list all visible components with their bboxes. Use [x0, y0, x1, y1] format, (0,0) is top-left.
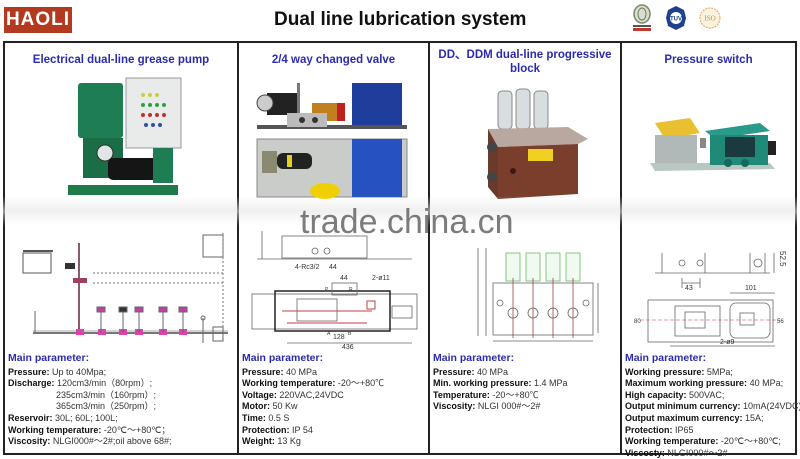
- svg-text:ISO: ISO: [704, 15, 715, 23]
- param-discharge-3: 365cm3/min（250rpm）;: [56, 401, 157, 412]
- param-max-working-pressure: Maximum working pressure: 40 MPa;: [625, 378, 784, 389]
- param-output-min-currency: Output minimum currency: 10mA(24VDC): [625, 401, 800, 412]
- product-table: Electrical dual-line grease pump: [3, 41, 800, 458]
- svg-text:R: R: [349, 287, 353, 293]
- svg-text:2-ø9: 2-ø9: [720, 339, 735, 346]
- grease-pump-photo: [68, 77, 182, 195]
- column-title: 2/4 way changed valve: [271, 54, 396, 66]
- param-pressure: Pressure: 40 MPa: [433, 366, 509, 377]
- haoli-logo: HAOLI: [4, 7, 72, 33]
- param-protection: Protection: IP 54: [242, 424, 313, 435]
- param-viscosity: Viscosity: NLGI000#～2#;oil above 68#;: [8, 436, 172, 447]
- param-reservoir: Reservoir: 30L; 60L; 100L;: [8, 412, 118, 423]
- params-heading: Main parameter:: [242, 352, 324, 364]
- param-output-max-currency: Output maximum currency: 15A;: [625, 412, 764, 423]
- svg-text:A: A: [327, 331, 331, 337]
- params-heading: Main parameter:: [625, 352, 707, 364]
- param-time: Time: 0.5 S: [242, 412, 290, 423]
- watermark-band: [3, 196, 797, 226]
- progressive-block-drawing: [477, 248, 599, 342]
- param-working-temperature: Working temperature: -20℃～+80℃；: [8, 424, 171, 435]
- pressure-switch-photo: [650, 118, 776, 171]
- iso-cert-icon: ISO: [699, 7, 721, 29]
- column-progressive-block: DD、DDM dual-line progressive block: [430, 43, 622, 453]
- svg-text:TUV: TUV: [670, 17, 682, 23]
- column-pressure-switch: Pressure switch: [622, 43, 800, 458]
- progressive-block-photo: [487, 88, 588, 199]
- params-heading: Main parameter:: [433, 352, 515, 364]
- column-title: DD、DDM dual-line progressive block: [438, 49, 612, 75]
- param-motor: Motor: 50 Kw: [242, 401, 298, 412]
- svg-text:436: 436: [342, 344, 354, 349]
- param-pressure: Pressure: Up to 40Mpa;: [8, 366, 107, 377]
- param-discharge-2: 235cm3/min（160rpm）;: [56, 389, 157, 400]
- svg-text:P: P: [325, 287, 329, 293]
- param-working-pressure: Working pressure: 5MPa;: [625, 366, 733, 377]
- param-working-temperature: Working temperature: -20℃～+80℃;: [625, 436, 781, 447]
- svg-text:128: 128: [333, 334, 345, 341]
- page-header: HAOLI Dual line lubrication system TUV I…: [0, 0, 800, 40]
- params-heading: Main parameter:: [8, 352, 90, 364]
- param-voltage: Voltage: 220VAC,24VDC: [242, 389, 344, 400]
- param-viscosity: Viscosity: NLGI 000#～2#: [433, 401, 541, 412]
- column-changed-valve: 2/4 way changed valve: [239, 43, 430, 453]
- bureau-veritas-cert-icon: [633, 4, 651, 31]
- page-title: Dual line lubrication system: [274, 9, 527, 30]
- svg-text:101: 101: [745, 285, 757, 292]
- valve-dimension-drawing: 4-Rc3/2 44 44 2-ø11 128 436 P R A B: [251, 231, 418, 349]
- param-discharge: Discharge: 120cm3/min（80rpm）;: [8, 378, 153, 389]
- svg-text:80: 80: [634, 319, 641, 325]
- param-weight: Weight: 13 Kg: [242, 436, 301, 447]
- svg-text:2-ø11: 2-ø11: [372, 275, 390, 282]
- param-temperature: Temperature: -20～+80℃: [433, 389, 539, 400]
- param-protection: Protection: IP65: [625, 424, 694, 435]
- certification-badges: TUV ISO: [630, 4, 722, 32]
- pump-parameters: Main parameter: Pressure: Up to 40Mpa; D…: [8, 352, 235, 448]
- param-pressure: Pressure: 40 MPa: [242, 366, 318, 377]
- param-viscosity: Viscosty: NLGI000#～2#: [625, 447, 728, 458]
- valve-parameters: Main parameter: Pressure: 40 MPa Working…: [242, 352, 426, 448]
- param-min-working-pressure: Min. working pressure: 1.4 MPa: [433, 378, 568, 389]
- svg-text:43: 43: [685, 285, 693, 292]
- pressure-switch-drawing: 43 101 2-ø9 220 56 80: [634, 253, 784, 347]
- column-title: Electrical dual-line grease pump: [32, 54, 210, 66]
- svg-text:56: 56: [777, 319, 784, 325]
- svg-text:B: B: [348, 331, 352, 337]
- block-parameters: Main parameter: Pressure: 40 MPa Min. wo…: [433, 352, 618, 413]
- tuv-cert-icon: TUV: [666, 6, 686, 30]
- watermark-text: trade.china.cn: [300, 203, 514, 241]
- svg-text:4-Rc3/2: 4-Rc3/2: [295, 264, 320, 271]
- dimension-label-height: 52.5: [778, 251, 787, 267]
- column-title: Pressure switch: [664, 54, 753, 66]
- column-grease-pump: Electrical dual-line grease pump: [5, 43, 239, 453]
- switch-parameters: Main parameter: Working pressure: 5MPa; …: [625, 352, 800, 459]
- changed-valve-photo: [256, 83, 408, 199]
- pump-system-diagram: [22, 233, 228, 343]
- svg-text:44: 44: [329, 264, 337, 271]
- param-working-temperature: Working temperature: -20～+80℃: [242, 378, 385, 389]
- param-high-capacity: High capacity: 500VAC;: [625, 389, 725, 400]
- svg-text:44: 44: [340, 275, 348, 282]
